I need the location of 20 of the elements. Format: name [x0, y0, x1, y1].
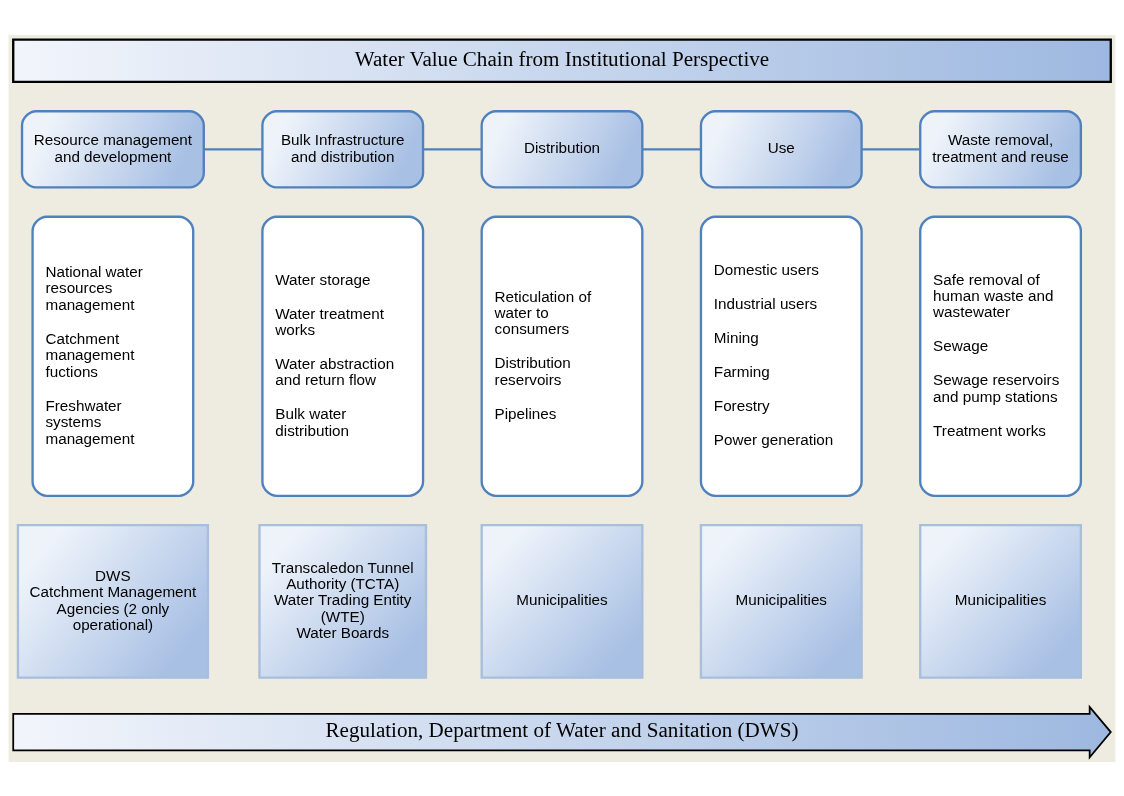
node-box: Waste removal, treatment and reuse [919, 109, 1083, 189]
node-box: Bulk Infrastructure and distribution [261, 109, 425, 189]
node-box: Municipalities [699, 523, 863, 679]
node-box: Resource management and development [20, 109, 205, 189]
node-box: Municipalities [480, 523, 644, 679]
node-box: Distribution [480, 109, 644, 189]
node-box: DWS Catchment Management Agencies (2 only operational) [16, 523, 210, 679]
node-box: Water Value Chain from Institutional Perspective [12, 38, 1112, 83]
connector [423, 147, 482, 150]
node-box: Transcaledon Tunnel Authority (TCTA) Water Trading Entity (WTE) Water Boards [258, 523, 428, 679]
connector [642, 147, 701, 150]
node-box: Water storage Water treatment works Water abstraction and return flow Bulk water distribution [261, 215, 425, 497]
node-box: Use [699, 109, 863, 189]
node-box: National water resources management Catchment management fuctions Freshwater systems management [31, 215, 195, 497]
node-box: Safe removal of human waste and wastewater Sewage Sewage reservoirs and pump stations Treatment works [919, 215, 1083, 497]
node-box: Municipalities [919, 523, 1083, 679]
connector [204, 147, 262, 150]
node-box: Reticulation of water to consumers Distribution reservoirs Pipelines [480, 215, 644, 497]
node-box: Domestic users Industrial users Mining Farming Forestry Power generation [699, 215, 863, 497]
connector [861, 147, 920, 150]
